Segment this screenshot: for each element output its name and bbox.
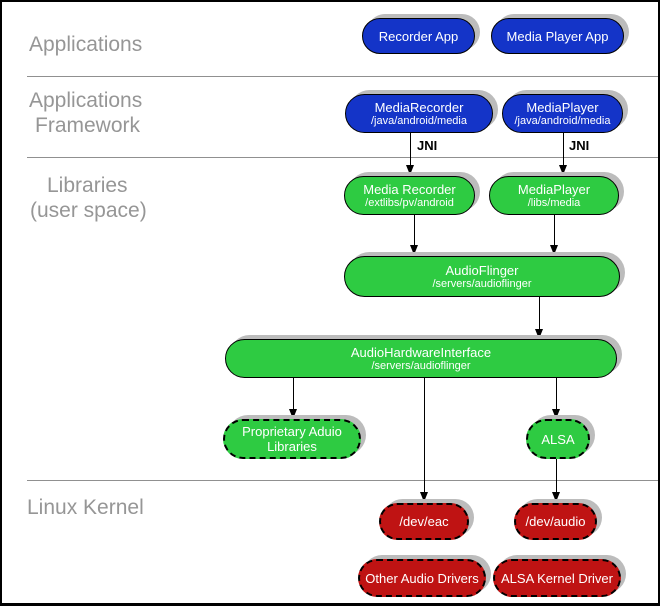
layer-label-line: Applications bbox=[29, 89, 143, 112]
node-audio-hardware-interface: AudioHardwareInterface /servers/audiofli… bbox=[225, 339, 617, 378]
node-subtitle: /servers/audioflinger bbox=[432, 278, 532, 290]
node-title: Media Recorder bbox=[363, 182, 456, 197]
separator-libraries-kernel bbox=[27, 480, 658, 481]
edge-ahi-proprietary-line bbox=[293, 378, 294, 409]
edge-ahi-deveac-line bbox=[424, 378, 425, 492]
node-title: ALSA bbox=[541, 431, 575, 447]
node-alsa: ALSA bbox=[526, 419, 590, 459]
node-title: ALSA Kernel Driver bbox=[501, 570, 613, 586]
layer-label-linux-kernel: Linux Kernel bbox=[27, 496, 144, 519]
node-subtitle: /extlibs/pv/android bbox=[365, 197, 454, 209]
node-audioflinger: AudioFlinger /servers/audioflinger bbox=[344, 256, 620, 297]
layer-label-libraries: Libraries(user space) bbox=[30, 173, 147, 223]
edge-alsa-devaudio-line bbox=[556, 458, 557, 492]
arrow-down-icon bbox=[559, 165, 567, 175]
node-title: Other Audio Drivers bbox=[365, 570, 479, 586]
arrow-down-icon bbox=[552, 492, 560, 502]
node-title: Media Player App bbox=[506, 28, 609, 44]
node-mediaplayer-framework: MediaPlayer /java/android/media bbox=[502, 94, 623, 133]
separator-applications-framework bbox=[27, 76, 658, 77]
node-title: MediaPlayer bbox=[526, 100, 599, 115]
node-subtitle: /servers/audioflinger bbox=[371, 360, 471, 372]
edge-audioflinger-ahi-line bbox=[539, 297, 540, 329]
node-title: AudioFlinger bbox=[445, 263, 519, 278]
edge-mediaplayer-jni-line bbox=[563, 133, 564, 165]
node-subtitle: /java/android/media bbox=[370, 115, 467, 127]
layer-label-line: Framework bbox=[35, 114, 141, 137]
arrow-down-icon bbox=[289, 409, 297, 419]
node-mediarecorder-framework: MediaRecorder /java/android/media bbox=[345, 94, 493, 133]
arrow-down-icon bbox=[410, 245, 418, 255]
layer-label-applications: Applications bbox=[29, 33, 143, 56]
node-subtitle: /java/android/media bbox=[514, 115, 611, 127]
arrow-down-icon bbox=[535, 329, 543, 339]
arrow-down-icon bbox=[550, 245, 558, 255]
node-mediaplayer-lib: MediaPlayer /libs/media bbox=[489, 176, 619, 215]
edge-ahi-alsa-line bbox=[556, 378, 557, 409]
jni-label-right: JNI bbox=[569, 138, 590, 153]
node-title: MediaRecorder bbox=[374, 100, 464, 115]
separator-framework-libraries bbox=[27, 157, 658, 158]
node-title: /dev/audio bbox=[525, 514, 586, 529]
edge-mediarecorder-jni-line bbox=[410, 133, 411, 165]
node-dev-audio: /dev/audio bbox=[514, 503, 597, 540]
jni-label-left: JNI bbox=[417, 138, 438, 153]
node-title: AudioHardwareInterface bbox=[350, 345, 492, 360]
layer-label-line: Libraries bbox=[47, 174, 128, 197]
node-recorder-app: Recorder App bbox=[362, 18, 475, 54]
node-subtitle: /libs/media bbox=[527, 197, 581, 209]
edge-mediarecorder-audioflinger-line bbox=[414, 215, 415, 245]
node-media-recorder-lib: Media Recorder /extlibs/pv/android bbox=[344, 176, 475, 215]
node-title: /dev/eac bbox=[399, 514, 449, 529]
arrow-down-icon bbox=[552, 409, 560, 419]
arrow-down-icon bbox=[420, 492, 428, 502]
arrow-down-icon bbox=[406, 165, 414, 175]
node-other-audio-drivers: Other Audio Drivers bbox=[358, 559, 486, 597]
node-title: Recorder App bbox=[378, 28, 459, 44]
node-title: MediaPlayer bbox=[517, 182, 591, 197]
layer-label-line: (user space) bbox=[30, 199, 147, 222]
node-dev-eac: /dev/eac bbox=[379, 503, 469, 540]
edge-mediaplayer-audioflinger-line bbox=[554, 215, 555, 245]
node-alsa-kernel-driver: ALSA Kernel Driver bbox=[493, 559, 621, 597]
node-title: Proprietary Aduio Libraries bbox=[242, 424, 342, 454]
node-proprietary-audio-libraries: Proprietary Aduio Libraries bbox=[223, 419, 361, 459]
node-media-player-app: Media Player App bbox=[491, 18, 624, 54]
